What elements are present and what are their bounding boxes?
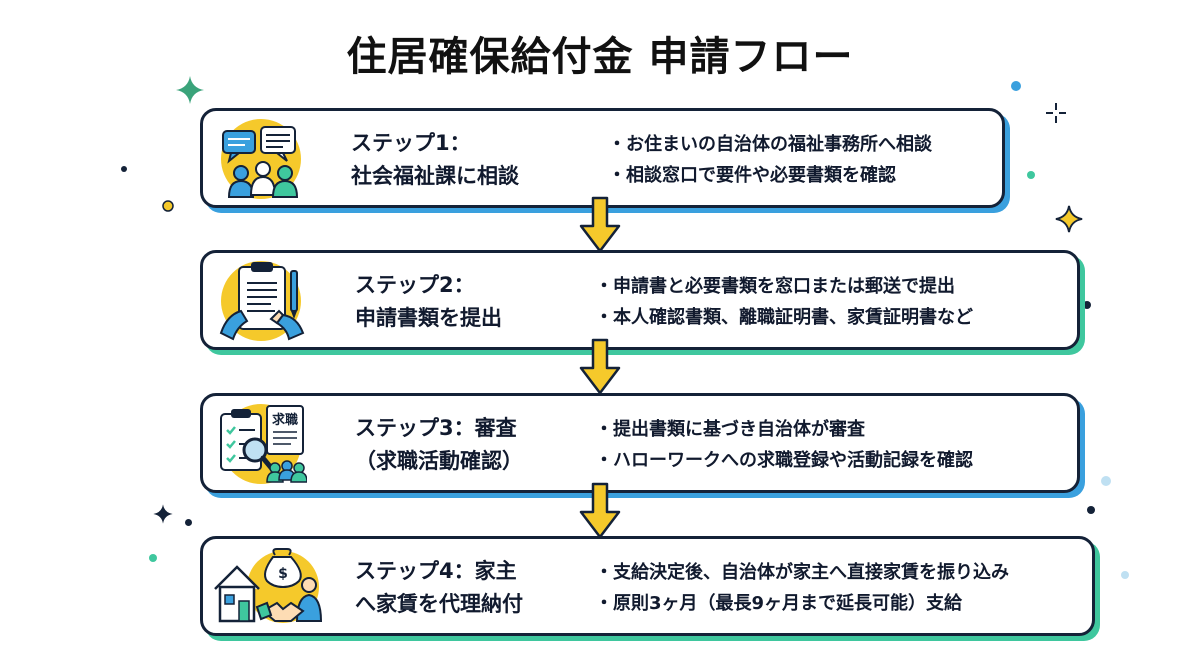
step-title: ステップ3：審査 （求職活動確認） — [355, 416, 523, 473]
bullet-item: ハローワークへの求職登録や活動記録を確認 — [595, 445, 973, 476]
step-title: ステップ2： 申請書類を提出 — [355, 273, 502, 330]
dot-icon — [149, 554, 157, 562]
step-1-card: ステップ1： 社会福祉課に相談 お住まいの自治体の福祉事務所へ相談 相談窓口で要… — [200, 108, 1005, 208]
sparkle-icon — [153, 504, 173, 524]
review-job-search-icon: 求職 — [217, 402, 307, 486]
bullet-item: 原則3ヶ月（最長9ヶ月まで延長可能）支給 — [595, 588, 1009, 619]
dot-icon — [185, 519, 192, 526]
consultation-icon — [217, 117, 307, 201]
step-3-card: 求職 ステップ3：審査 （求職活動確認） 提出書類に基づき自治体が審査 ハローワ… — [200, 393, 1080, 493]
sparkle-icon — [1055, 205, 1083, 233]
bullet-item: お住まいの自治体の福祉事務所へ相談 — [608, 129, 932, 160]
dot-icon — [1121, 571, 1129, 579]
dot-icon — [1011, 81, 1021, 91]
step-bullets: 支給決定後、自治体が家主へ直接家賃を振り込み 原則3ヶ月（最長9ヶ月まで延長可能… — [595, 557, 1009, 619]
job-search-label: 求職 — [272, 412, 298, 428]
crosshair-icon — [1046, 103, 1066, 123]
dollar-sign-label: $ — [278, 566, 288, 582]
step-title: ステップ4：家主 へ家賃を代理納付 — [355, 559, 523, 616]
step-bullets: 提出書類に基づき自治体が審査 ハローワークへの求職登録や活動記録を確認 — [595, 414, 973, 476]
bullet-item: 提出書類に基づき自治体が審査 — [595, 414, 973, 445]
step-bullets: お住まいの自治体の福祉事務所へ相談 相談窓口で要件や必要書類を確認 — [608, 129, 932, 191]
house-payment-handshake-icon: $ — [211, 545, 323, 629]
bullet-item: 支給決定後、自治体が家主へ直接家賃を振り込み — [595, 557, 1009, 588]
down-arrow-icon — [578, 196, 622, 254]
dot-icon — [1027, 171, 1035, 179]
step-4-card: $ ステップ4：家主 へ家賃を代理納付 支給決定後、自治体が家主へ直接家賃を振り… — [200, 536, 1095, 636]
step-2-card: ステップ2： 申請書類を提出 申請書と必要書類を窓口または郵送で提出 本人確認書… — [200, 250, 1080, 350]
dot-icon — [1101, 476, 1111, 486]
dot-icon — [1083, 301, 1091, 309]
bullet-item: 申請書と必要書類を窓口または郵送で提出 — [595, 271, 973, 302]
dot-icon — [121, 166, 127, 172]
sparkle-icon — [176, 76, 204, 104]
step-title: ステップ1： 社会福祉課に相談 — [351, 131, 519, 188]
bullet-item: 本人確認書類、離職証明書、家賃証明書など — [595, 302, 973, 333]
down-arrow-icon — [578, 338, 622, 396]
dot-icon — [1087, 506, 1095, 514]
down-arrow-icon — [578, 482, 622, 540]
clipboard-document-icon — [217, 259, 307, 343]
page-title: 住居確保給付金 申請フロー — [346, 34, 854, 80]
dot-icon — [162, 200, 174, 212]
bullet-item: 相談窓口で要件や必要書類を確認 — [608, 160, 932, 191]
step-bullets: 申請書と必要書類を窓口または郵送で提出 本人確認書類、離職証明書、家賃証明書など — [595, 271, 973, 333]
